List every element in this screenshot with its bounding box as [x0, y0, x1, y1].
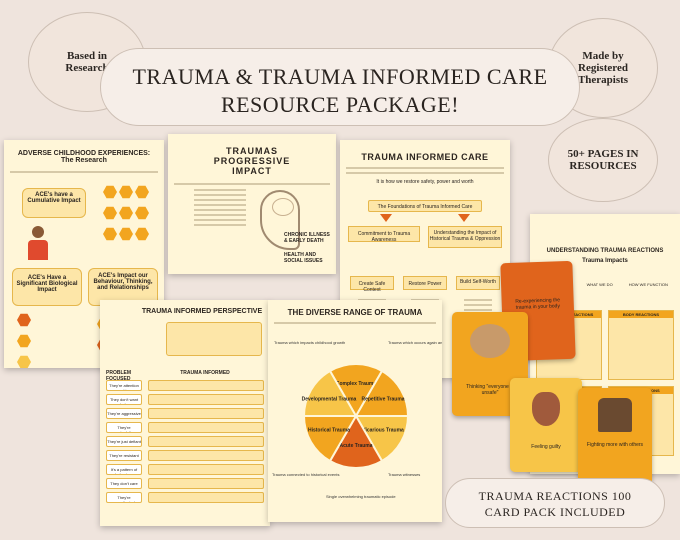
perspective-row: It's a pattern of behaviour — [106, 464, 264, 475]
tic-foundations: The Foundations of Trauma Informed Care — [368, 200, 482, 212]
problem-focused-cell: They're resistant — [106, 450, 142, 461]
page-ace-research: ADVERSE CHILDHOOD EXPERIENCES: The Resea… — [4, 140, 164, 368]
trauma-informed-cell — [148, 436, 264, 447]
tic-left-box: Commitment to Trauma Awareness — [348, 226, 420, 243]
card-guilty-text: Feeling guilty — [531, 444, 561, 450]
perspective-row: They're resistant — [106, 450, 264, 461]
wheel-note: Trauma which impacts childhood growth — [274, 340, 345, 345]
wheel-slice — [354, 369, 410, 417]
reactions-subtitle: Trauma Impacts — [582, 258, 628, 264]
trauma-informed-cell — [148, 380, 264, 391]
page-perspective-title: TRAUMA INFORMED PERSPECTIVE — [141, 308, 263, 315]
ace-biological-label: ACE's Have a Significant Biological Impa… — [12, 268, 82, 306]
perspective-row: They're manipulative — [106, 422, 264, 433]
tic-right-box: Understanding the Impact of Historical T… — [428, 226, 502, 248]
wheel-slice — [354, 415, 410, 463]
page-progressive-title: TRAUMAS PROGRESSIVE IMPACT — [213, 146, 291, 176]
ace-behaviour-label: ACE's Impact our Behaviour, Thinking, an… — [88, 268, 158, 306]
wheel-slice-label: Vicarious Trauma — [362, 428, 404, 434]
research-badge-text: Based in Research — [65, 50, 109, 74]
problem-focused-cell: They're aggressive — [106, 408, 142, 419]
wheel-slice-label: Developmental Trauma — [302, 396, 357, 402]
wheel-note: Trauma which occurs again and again — [388, 340, 442, 345]
wheel-slice — [302, 415, 358, 463]
card-pack-banner: TRAUMA REACTIONS 100 CARD PACK INCLUDED — [445, 478, 665, 528]
perspective-row: They're aggressive — [106, 408, 264, 419]
card-fighting-text: Fighting more with others — [586, 442, 644, 448]
wheel-slice-label: Complex Trauma — [336, 381, 377, 387]
wheel-note: Trauma witnesses — [388, 472, 420, 477]
trauma-informed-cell — [148, 464, 264, 475]
brain-icon — [470, 324, 510, 358]
wheel-slice — [328, 363, 384, 418]
what-we-do-label: WHAT WE DO — [586, 282, 613, 287]
col-trauma-informed: TRAUMA INFORMED — [180, 370, 230, 376]
page-trauma-perspective: TRAUMA INFORMED PERSPECTIVE PROBLEM FOCU… — [100, 300, 270, 526]
problem-focused-cell: They don't care — [106, 478, 142, 489]
how-we-function-label: HOW WE FUNCTION — [628, 282, 668, 287]
child-figure-icon — [24, 226, 52, 262]
page-ace-title: ADVERSE CHILDHOOD EXPERIENCES: The Resea… — [17, 150, 151, 164]
page-reactions-title: UNDERSTANDING TRAUMA REACTIONS — [546, 248, 664, 254]
tic-subtitle: It is how we restore safety, power and w… — [376, 179, 474, 185]
page-diverse-range: THE DIVERSE RANGE OF TRAUMA Complex Trau… — [268, 300, 442, 522]
trauma-informed-cell — [148, 394, 264, 405]
tic-box-power: Restore Power — [403, 276, 447, 290]
card-feeling-guilty: Feeling guilty — [510, 378, 582, 472]
card-reexperiencing-text: Re-experiencing the trauma in your body — [515, 297, 561, 311]
arrow-right-icon — [458, 214, 470, 222]
brain-icon — [272, 198, 294, 216]
banner-title-line1: TRAUMA & TRAUMA INFORMED CARE — [132, 64, 548, 89]
perspective-row: They're unmotivated — [106, 492, 264, 503]
pages-badge-text: 50+ PAGES IN RESOURCES — [567, 148, 639, 172]
perspective-row: They're attention seeking — [106, 380, 264, 391]
tic-box-worth: Build Self-Worth — [456, 276, 500, 290]
page-diverse-title: THE DIVERSE RANGE OF TRAUMA — [287, 308, 423, 317]
col-problem-focused: PROBLEM FOCUSED — [106, 370, 131, 382]
problem-focused-cell: They're just defiant — [106, 436, 142, 447]
wheel-slice-label: Acute Trauma — [339, 443, 372, 449]
tic-box-safe: Create Safe Context — [350, 276, 394, 293]
hex-cluster — [102, 184, 158, 247]
card-thinking-text: Thinking "everyone is unsafe" — [466, 384, 514, 396]
trauma-informed-cell — [148, 408, 264, 419]
wheel-slice-label: Repetitive Trauma — [361, 396, 404, 402]
wheel-note: Trauma connected to historical events — [272, 472, 339, 477]
perspective-row: They're just defiant — [106, 436, 264, 447]
wheel-note: Single overwhelming traumatic episode — [326, 494, 396, 499]
wheel-slice — [302, 369, 358, 417]
card-fighting: Fighting more with others — [578, 388, 652, 488]
card-pack-line2: CARD PACK INCLUDED — [484, 505, 626, 519]
perspective-row: They don't care — [106, 478, 264, 489]
problem-focused-cell: It's a pattern of behaviour — [106, 464, 142, 475]
impact-label-chronic: CHRONIC ILLNESS & EARLY DEATH — [284, 232, 330, 244]
problem-focused-cell: They're unmotivated — [106, 492, 142, 503]
ace-cumulative-label: ACE's have a Cumulative Impact — [22, 188, 86, 218]
pages-badge: 50+ PAGES IN RESOURCES — [548, 118, 658, 202]
problem-focused-cell: They don't want help — [106, 394, 142, 405]
impact-label-health: HEALTH AND SOCIAL ISSUES — [284, 252, 323, 264]
trauma-informed-cell — [148, 422, 264, 433]
boots-icon — [598, 398, 632, 432]
arrow-left-icon — [380, 214, 392, 222]
trauma-informed-cell — [148, 450, 264, 461]
heart-icon — [532, 392, 560, 426]
wheel-slice-label: Historical Trauma — [308, 428, 350, 434]
card-pack-line1: TRAUMA REACTIONS 100 — [478, 489, 632, 503]
problem-focused-cell: They're attention seeking — [106, 380, 142, 391]
body-reactions: BODY REACTIONS — [609, 311, 673, 318]
page-progressive-impact: TRAUMAS PROGRESSIVE IMPACT CHRONIC ILLNE… — [168, 134, 336, 274]
trauma-informed-cell — [148, 492, 264, 503]
page-tic-title: TRAUMA INFORMED CARE — [361, 152, 489, 162]
title-banner: TRAUMA & TRAUMA INFORMED CARE RESOURCE P… — [100, 48, 580, 126]
perspective-row: They don't want help — [106, 394, 264, 405]
banner-title-line2: RESOURCE PACKAGE! — [220, 92, 460, 117]
therapists-badge-text: Made by Registered Therapists — [577, 50, 629, 86]
card-thinking-unsafe: Thinking "everyone is unsafe" — [452, 312, 528, 416]
wheel-slice — [328, 414, 384, 469]
problem-focused-cell: They're manipulative — [106, 422, 142, 433]
trauma-informed-cell — [148, 478, 264, 489]
